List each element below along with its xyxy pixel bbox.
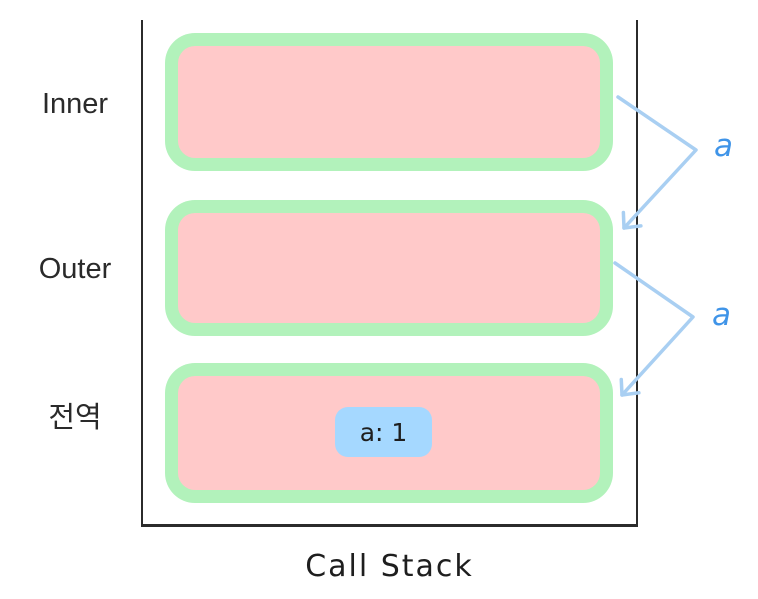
frame-label-global: 전역	[48, 402, 102, 434]
frame-label-inner: Inner	[41, 88, 109, 120]
stack-frame-inner	[165, 33, 613, 171]
caption-call-stack: Call Stack	[305, 549, 474, 584]
annotation-a-bottom: a	[712, 297, 731, 333]
annotation-a-top: a	[714, 128, 733, 164]
stack-frame-outer-fill	[178, 213, 600, 323]
stack-frame-inner-fill	[178, 46, 600, 158]
frame-label-outer: Outer	[38, 253, 112, 285]
variable-badge-a: a: 1	[335, 407, 432, 457]
stack-frame-outer	[165, 200, 613, 336]
